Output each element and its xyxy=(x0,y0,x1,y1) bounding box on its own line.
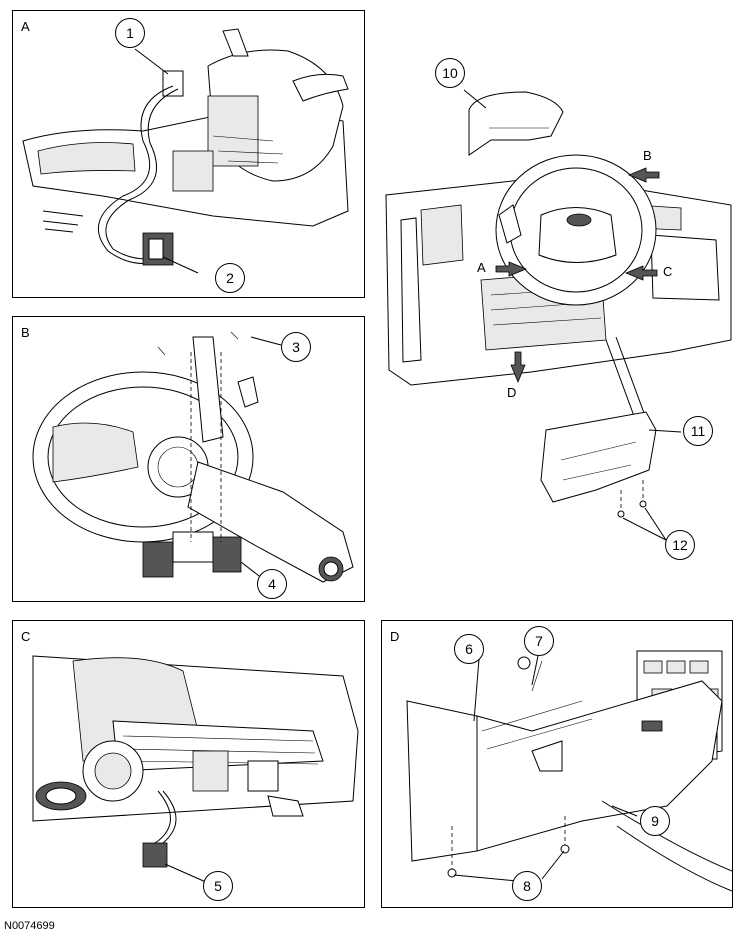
view-arrow-a xyxy=(495,261,528,277)
panel-a: A 1 2 xyxy=(12,10,365,298)
callout-7: 7 xyxy=(524,626,554,656)
view-label-a: A xyxy=(477,260,486,275)
overview-illustration xyxy=(385,89,732,541)
callout-8: 8 xyxy=(512,871,542,901)
view-label-b: B xyxy=(643,148,652,163)
callout-12: 12 xyxy=(665,530,695,560)
callout-5: 5 xyxy=(203,871,233,901)
callout-2: 2 xyxy=(215,263,245,293)
view-arrow-d xyxy=(510,351,526,384)
panel-letter-b: B xyxy=(21,325,30,340)
callout-9: 9 xyxy=(640,806,670,836)
panel-c-illustration xyxy=(32,655,359,884)
panel-letter-a: A xyxy=(21,19,30,34)
callout-6: 6 xyxy=(454,634,484,664)
view-label-c: C xyxy=(663,264,673,279)
document-id: N0074699 xyxy=(4,920,55,932)
callout-1: 1 xyxy=(115,18,145,48)
overview-diagram: B A C D 10 11 12 xyxy=(381,40,741,580)
view-arrow-c xyxy=(624,265,658,281)
callout-4: 4 xyxy=(257,569,287,599)
callout-10: 10 xyxy=(435,58,465,88)
panel-d: D 6 7 8 9 xyxy=(381,620,733,908)
panel-c: C 5 xyxy=(12,620,365,908)
callout-3: 3 xyxy=(281,332,311,362)
panel-letter-d: D xyxy=(390,629,400,644)
panel-letter-c: C xyxy=(21,629,31,644)
view-arrow-b xyxy=(627,167,660,183)
panel-b: B 3 4 xyxy=(12,316,365,602)
callout-11: 11 xyxy=(683,416,713,446)
panel-d-illustration xyxy=(406,650,732,892)
panel-a-illustration xyxy=(22,28,349,274)
view-label-d: D xyxy=(507,385,517,400)
panel-b-illustration xyxy=(32,331,354,583)
